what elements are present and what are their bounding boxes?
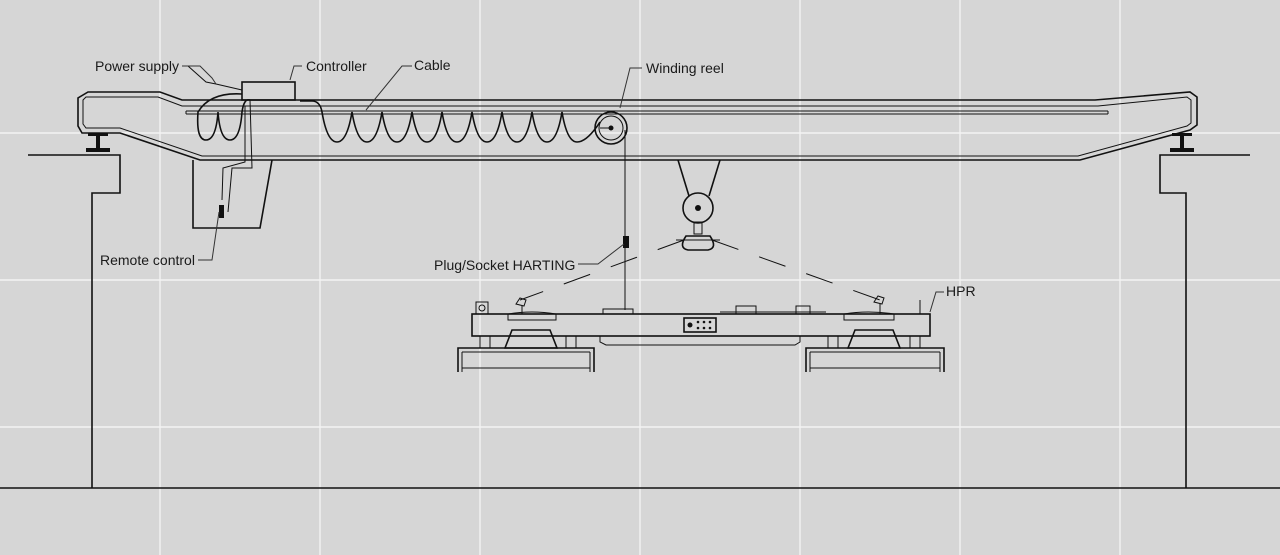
power-supply-wire [187, 65, 243, 91]
label-winding-reel: Winding reel [646, 60, 724, 76]
hoist-hook [676, 159, 721, 251]
winding-reel [594, 111, 628, 145]
right-vacuum-pad [805, 329, 945, 372]
cable-festoon [300, 100, 601, 143]
remote-control-device [219, 205, 224, 218]
label-remote-control: Remote control [100, 252, 195, 268]
label-hpr: HPR [946, 283, 976, 299]
crane-girder [77, 91, 1198, 161]
label-cable: Cable [414, 57, 451, 73]
label-power-supply: Power supply [95, 58, 179, 74]
label-plug-socket: Plug/Socket HARTING [434, 257, 575, 273]
label-controller: Controller [306, 58, 367, 74]
trolley-box [192, 159, 273, 229]
left-rail [86, 133, 110, 152]
control-panel [683, 317, 717, 333]
leader-lines [182, 65, 944, 313]
right-rail [1170, 133, 1194, 152]
cable-loops-left [196, 93, 251, 141]
controller-box [241, 81, 296, 101]
building-structure [0, 154, 1280, 489]
harting-plug [623, 236, 629, 248]
left-vacuum-pad [457, 329, 595, 372]
hpr-lifting-beam [471, 295, 931, 346]
